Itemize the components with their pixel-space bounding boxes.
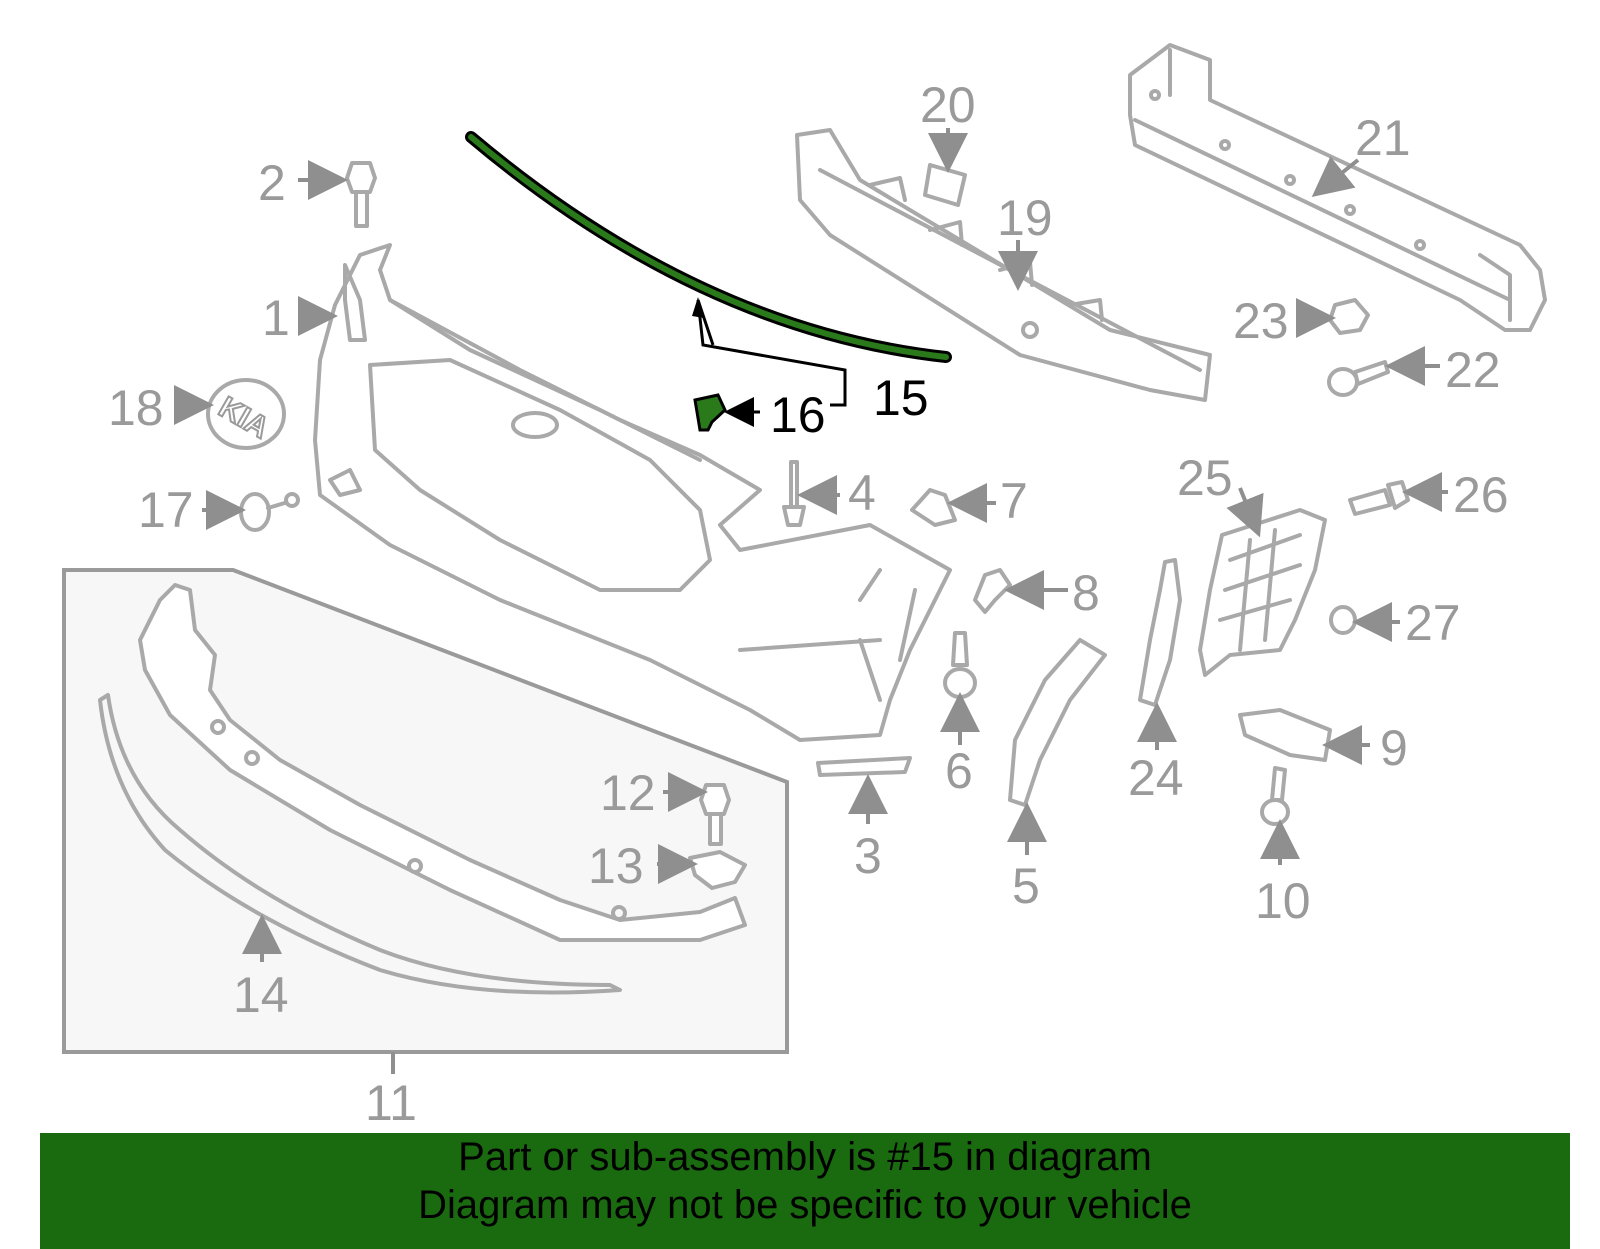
callout-labels: 1 2 3 4 5 6 7 8 9 10 11 12 13 14 15 16 1…	[108, 77, 1509, 1131]
bracket-24	[1138, 558, 1182, 707]
label-1: 1	[262, 290, 290, 346]
label-3: 3	[854, 828, 882, 884]
strip-3	[816, 756, 912, 777]
label-27: 27	[1405, 595, 1461, 651]
clip-7	[910, 488, 957, 527]
label-12: 12	[600, 765, 656, 821]
bolt-12	[699, 783, 731, 846]
label-18: 18	[108, 380, 164, 436]
push-pin-4	[782, 460, 806, 527]
label-6: 6	[945, 743, 973, 799]
grommet-27	[1329, 605, 1357, 635]
banner-line-1: Part or sub-assembly is #15 in diagram	[458, 1135, 1152, 1179]
label-2: 2	[258, 155, 286, 211]
clip-16-highlighted	[693, 393, 760, 432]
bumper-cover-1	[313, 243, 952, 742]
leader-15-arrow	[692, 297, 704, 318]
screw-6	[943, 631, 977, 699]
info-banner: Part or sub-assembly is #15 in diagram D…	[40, 1133, 1570, 1249]
plug-17	[239, 492, 300, 532]
strip-14	[98, 693, 622, 995]
label-17: 17	[138, 482, 194, 538]
label-9: 9	[1380, 720, 1408, 776]
label-26: 26	[1453, 467, 1509, 523]
label-4: 4	[848, 465, 876, 521]
bolt-2	[345, 161, 377, 228]
label-23: 23	[1233, 293, 1289, 349]
molding-15-highlighted-fill	[468, 134, 949, 360]
label-5: 5	[1012, 858, 1040, 914]
label-15: 15	[873, 370, 929, 426]
label-16: 16	[770, 387, 826, 443]
side-bracket-5	[1008, 638, 1107, 807]
label-7: 7	[1000, 473, 1028, 529]
reinforcement-beam-21	[1128, 43, 1547, 332]
label-19: 19	[997, 190, 1053, 246]
banner-line-2: Diagram may not be specific to your vehi…	[418, 1183, 1192, 1227]
label-10: 10	[1255, 873, 1311, 929]
label-22: 22	[1445, 342, 1501, 398]
energy-absorber-19	[795, 128, 1212, 402]
label-8: 8	[1072, 565, 1100, 621]
emblem-18: KIA	[206, 378, 286, 450]
label-21: 21	[1355, 110, 1411, 166]
leader-arrows	[174, 128, 1448, 962]
screw-10	[1260, 766, 1290, 826]
lower-cover-11-part	[138, 583, 747, 942]
label-13: 13	[588, 838, 644, 894]
air-guide-25	[1198, 508, 1327, 677]
bracket-9	[1238, 708, 1332, 762]
emblem-text: KIA	[213, 391, 274, 445]
label-20: 20	[920, 77, 976, 133]
nut-23	[1328, 298, 1370, 335]
label-24: 24	[1128, 750, 1184, 806]
bolt-26	[1348, 480, 1410, 516]
label-25: 25	[1177, 450, 1233, 506]
label-11: 11	[365, 1075, 417, 1131]
label-sticker-20	[923, 163, 967, 207]
label-14: 14	[233, 967, 289, 1023]
bracket-8	[973, 568, 1012, 614]
bolt-22	[1327, 360, 1390, 397]
